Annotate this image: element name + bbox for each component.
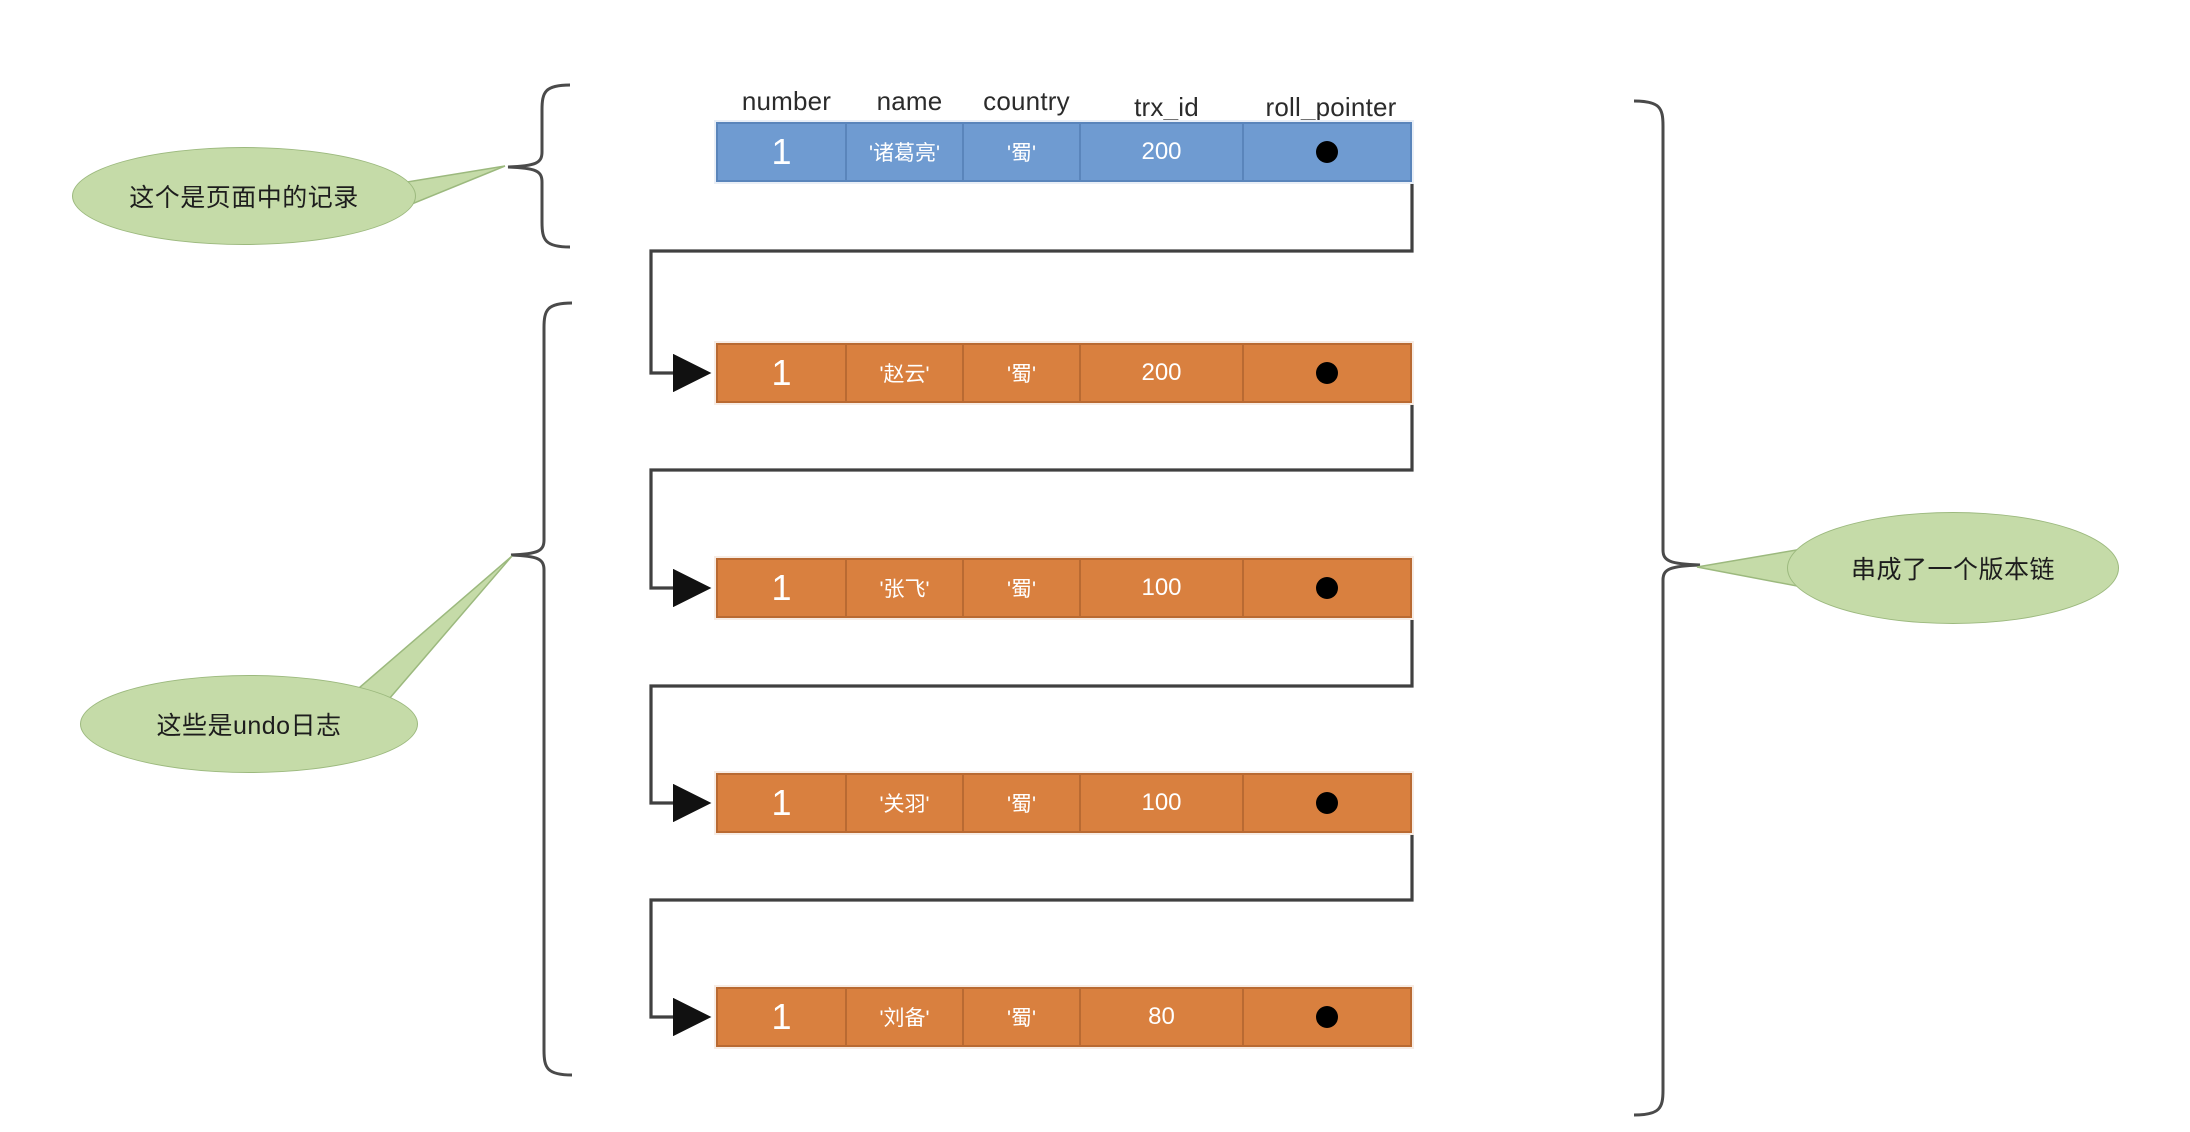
cell-trx-id: 100	[1081, 775, 1244, 831]
pointer-dot-icon	[1316, 141, 1338, 163]
pointer-wire-4	[649, 803, 1414, 1037]
column-header-name: name	[876, 86, 943, 116]
cell-country: '蜀'	[964, 124, 1081, 180]
cell-country: '蜀'	[964, 560, 1081, 616]
cell-country: '蜀'	[964, 345, 1081, 401]
table-row[interactable]: 1 '赵云' '蜀' 200	[714, 341, 1414, 405]
table-row[interactable]: 1 '关羽' '蜀' 100	[714, 771, 1414, 835]
cell-name: '刘备'	[847, 989, 964, 1045]
cell-roll-pointer	[1244, 775, 1410, 831]
pointer-dot-icon	[1316, 577, 1338, 599]
pointer-wire-3	[649, 588, 1414, 823]
callout-version-chain-note[interactable]: 串成了一个版本链	[1787, 512, 2119, 624]
table-row[interactable]: 1 '诸葛亮' '蜀' 200	[714, 120, 1414, 184]
pointer-dot-icon	[1316, 1006, 1338, 1028]
cell-trx-id: 200	[1081, 345, 1244, 401]
callout-text: 这个是页面中的记录	[129, 184, 359, 212]
table-row[interactable]: 1 '张飞' '蜀' 100	[714, 556, 1414, 620]
cell-name: '诸葛亮'	[847, 124, 964, 180]
cell-trx-id: 80	[1081, 989, 1244, 1045]
undo-log-bracket	[510, 301, 573, 1077]
version-chain-bracket	[1633, 99, 1701, 1117]
column-header-roll-pointer: roll_pointer	[1265, 92, 1397, 122]
column-header-trx-id: trx_id	[1134, 92, 1199, 122]
cell-trx-id: 200	[1081, 124, 1244, 180]
cell-name: '张飞'	[847, 560, 964, 616]
pointer-dot-icon	[1316, 362, 1338, 384]
cell-roll-pointer	[1244, 124, 1410, 180]
cell-roll-pointer	[1244, 345, 1410, 401]
cell-country: '蜀'	[964, 989, 1081, 1045]
callout-text: 这些是undo日志	[156, 712, 342, 740]
table-row[interactable]: 1 '刘备' '蜀' 80	[714, 985, 1414, 1049]
cell-number: 1	[718, 989, 847, 1045]
cell-number: 1	[718, 345, 847, 401]
callout-text: 串成了一个版本链	[1850, 556, 2055, 584]
cell-number: 1	[718, 560, 847, 616]
pointer-dot-icon	[1316, 792, 1338, 814]
callout-undo-log-note[interactable]: 这些是undo日志	[80, 675, 418, 773]
cell-roll-pointer	[1244, 989, 1410, 1045]
cell-number: 1	[718, 775, 847, 831]
cell-name: '关羽'	[847, 775, 964, 831]
cell-number: 1	[718, 124, 847, 180]
page-record-bracket	[507, 83, 571, 249]
pointer-wire-2	[649, 373, 1414, 608]
callout-page-record-note[interactable]: 这个是页面中的记录	[72, 147, 416, 245]
cell-roll-pointer	[1244, 560, 1410, 616]
column-header-country: country	[983, 86, 1070, 116]
cell-name: '赵云'	[847, 345, 964, 401]
cell-country: '蜀'	[964, 775, 1081, 831]
column-header-number: number	[741, 86, 832, 116]
cell-trx-id: 100	[1081, 560, 1244, 616]
